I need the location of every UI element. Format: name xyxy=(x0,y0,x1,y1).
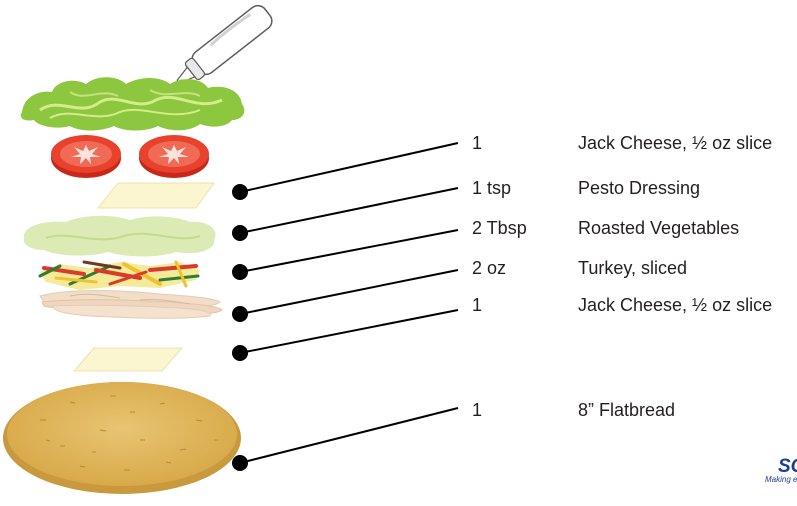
cheese-slice-bottom xyxy=(74,348,182,371)
turkey-layer xyxy=(40,291,222,319)
cheese-slice-top xyxy=(98,183,214,208)
roasted-vegetables-layer xyxy=(40,262,200,290)
flatbread-layer xyxy=(3,382,241,494)
leader-dot xyxy=(232,345,248,361)
tomato-slice-left xyxy=(51,135,121,178)
leader-line-vegetables xyxy=(240,230,458,272)
leader-line-turkey xyxy=(240,270,458,314)
leader-line-flatbread xyxy=(240,408,458,463)
ingredient-label-5: Jack Cheese, ½ oz slice xyxy=(578,295,772,315)
ingredient-label-3: Roasted Vegetables xyxy=(578,218,739,238)
leader-line-cheese-top xyxy=(240,143,458,192)
leader-dot xyxy=(232,225,248,241)
leader-dot xyxy=(232,184,248,200)
leader-line-cheese-bottom xyxy=(240,310,458,353)
ingredient-label-2: Pesto Dressing xyxy=(578,178,700,198)
qty-label-6: 1 xyxy=(472,400,482,420)
qty-label-5: 1 xyxy=(472,295,482,315)
qty-label-3: 2 Tbsp xyxy=(472,218,527,238)
ingredient-label-4: Turkey, sliced xyxy=(578,258,687,278)
qty-label-2: 1 tsp xyxy=(472,178,511,198)
tomato-slice-right xyxy=(139,135,209,178)
leader-dot xyxy=(232,306,248,322)
brand-tagline: Making ever xyxy=(765,475,797,484)
leader-line-pesto xyxy=(240,188,458,233)
ingredient-label-6: 8” Flatbread xyxy=(578,400,675,420)
leader-lines xyxy=(240,143,458,463)
qty-label-4: 2 oz xyxy=(472,258,506,278)
leader-dot xyxy=(232,264,248,280)
ingredient-label-1: Jack Cheese, ½ oz slice xyxy=(578,133,772,153)
qty-label-1: 1 xyxy=(472,133,482,153)
pesto-layer xyxy=(24,216,216,257)
leader-dot xyxy=(232,455,248,471)
lettuce-layer xyxy=(21,77,245,130)
